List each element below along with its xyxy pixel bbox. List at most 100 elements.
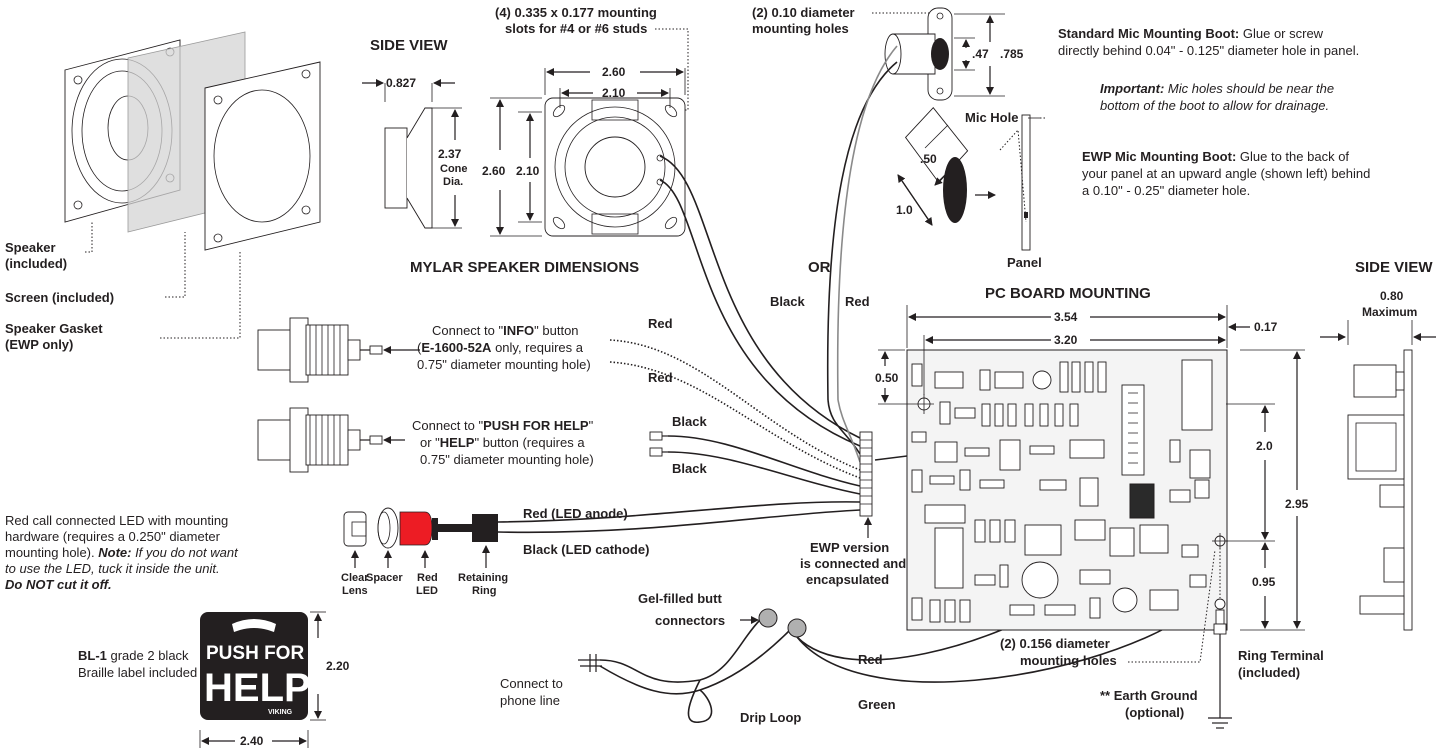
mic-wire-red [836,45,898,401]
ewp-note-3: a 0.10" - 0.25" diameter hole. [1082,183,1250,198]
cone-diameter: 2.37 [438,147,462,161]
imp-note-1: Important: Mic holes should be near the [1100,81,1334,96]
pcb-side-max-val: 0.80 [1380,289,1404,303]
pcb-edge: 0.17 [1254,320,1278,334]
pcb-board [906,349,1228,631]
braille-help: HELP [204,666,311,710]
ewp-version-2: is connected and [800,556,906,571]
pcb-h-total: 2.95 [1285,497,1309,511]
pcb-holes-1: (2) 0.156 diameter [1000,636,1110,651]
speaker-label: Speaker [5,240,56,255]
speaker-side-view [362,79,462,229]
std-note-1: Standard Mic Mounting Boot: Glue or scre… [1058,26,1324,41]
mylar-height-inner: 2.10 [516,164,540,178]
ring-terminal-2: (included) [1238,665,1300,680]
or-label: OR [808,259,831,276]
help-spade-terminals [649,431,668,457]
part-clear: Clear [341,572,369,584]
pcb-title: PC BOARD MOUNTING [985,285,1151,302]
pcb-top-offset: 0.50 [875,371,899,385]
retaining-ring [472,514,498,542]
gasket-label-2: (EWP only) [5,337,73,352]
slots-label-2: slots for #4 or #6 studs [505,21,647,36]
mic-red-label: Red [845,294,870,309]
phone-green-label: Green [858,697,896,712]
ring-terminal-1: Ring Terminal [1238,648,1324,663]
pcb-holes-2: mounting holes [1020,653,1117,668]
phone-line-1: Connect to [500,676,563,691]
pcb-width-inner: 3.20 [1054,333,1078,347]
screen-label: Screen (included) [5,290,114,305]
speaker-label-2: (included) [5,256,67,271]
led-assembly [343,507,498,568]
braille-push-for: PUSH FOR [206,643,304,664]
pcb-header [1121,384,1145,476]
panel-label: Panel [1007,255,1042,270]
standard-mic-boot [826,7,1005,401]
help-connect-1: Connect to "PUSH FOR HELP" [412,418,594,433]
slots-label: (4) 0.335 x 0.177 mounting [495,5,657,20]
ewp-version-3: encapsulated [806,572,889,587]
harness-connector [859,431,873,517]
mic-wire-black [826,61,898,401]
part-lens: Lens [342,585,368,597]
mic-holes-label-2: mounting holes [752,21,849,36]
pcb-h-mid: 2.0 [1256,439,1273,453]
butt-connectors-2: connectors [655,613,725,628]
braille-desc-2: Braille label included [78,665,197,680]
ewp-mic-boot [897,107,1045,251]
led-cathode-label: Black (LED cathode) [523,542,649,557]
mylar-width-inner: 2.10 [602,86,626,100]
part-led: LED [416,585,438,597]
part-retaining: Retaining [458,572,508,584]
braille-desc-1: BL-1 grade 2 black [78,648,189,663]
mylar-height-outer: 2.60 [482,164,506,178]
drip-loop-label: Drip Loop [740,710,801,725]
cone-label: Cone [440,163,468,175]
led-desc-4: to use the LED, tuck it inside the unit. [5,561,220,576]
earth-ground [1208,548,1232,729]
butt-connectors-1: Gel-filled butt [638,591,722,606]
help-connect-2: or "HELP" button (requires a [420,435,585,450]
info-button [257,317,420,383]
braille-height: 2.20 [326,659,350,673]
led-desc-1: Red call connected LED with mounting [5,513,228,528]
help-black-2: Black [672,461,707,476]
led-desc-5: Do NOT cut it off. [5,577,112,592]
info-red-1: Red [648,316,673,331]
cone-label-2: Dia. [443,176,463,188]
pcb-dimensions [878,305,1305,663]
pcb-side-max-label: Maximum [1362,305,1417,319]
panel [1021,114,1031,251]
mic-d2: .785 [1000,47,1024,61]
braille-label [199,611,326,748]
mylar-width-outer: 2.60 [602,65,626,79]
mic-hole-label: Mic Hole [965,110,1018,125]
ewp-note-2: your panel at an upward angle (shown lef… [1082,166,1370,181]
mic-black-label: Black [770,294,805,309]
phone-icon [232,619,276,632]
ewp-version-1: EWP version [810,540,889,555]
part-ring: Ring [472,585,496,597]
part-red: Red [417,572,438,584]
info-red-2: Red [648,370,673,385]
pcb-width-outer: 3.54 [1054,310,1078,324]
speaker-depth: 0.827 [386,76,416,90]
help-connect-3: 0.75" diameter mounting hole) [420,452,594,467]
ewp-d: .50 [920,152,937,166]
ewp-len: 1.0 [896,203,913,217]
speaker-side-view-title: SIDE VIEW [370,37,448,54]
drip-loop [687,679,713,723]
earth-ground-1: ** Earth Ground [1100,688,1198,703]
phone-red-label: Red [858,652,883,667]
ewp-note-1: EWP Mic Mounting Boot: Glue to the back … [1082,149,1349,164]
pcb-phone-connector [1129,483,1155,519]
earth-ground-2: (optional) [1125,705,1184,720]
pcb-side-view-title: SIDE VIEW [1355,259,1433,276]
info-connect-1: Connect to "INFO" button [432,323,579,338]
gasket-label: Speaker Gasket [5,321,103,336]
help-black-1: Black [672,414,707,429]
red-led [399,511,433,546]
